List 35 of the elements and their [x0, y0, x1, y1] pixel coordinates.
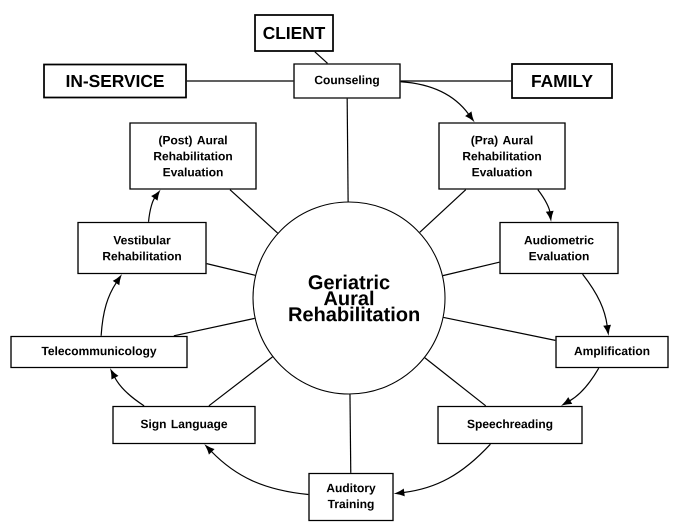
connector-line	[443, 316, 556, 341]
connector-line	[206, 263, 256, 276]
arrow	[110, 370, 144, 406]
connector-line	[419, 189, 466, 233]
arrow	[396, 444, 491, 496]
process-box: (Pra) Aural Rehabilitation Evaluation	[438, 122, 566, 190]
arrow	[582, 274, 611, 334]
process-box: Audiometric Evaluation	[499, 222, 619, 274]
process-box: Telecommunicology	[10, 336, 188, 368]
process-box: Sign Language	[112, 406, 256, 444]
connector-line	[349, 394, 352, 473]
arrow	[205, 445, 308, 496]
process-box: Amplification	[555, 336, 669, 368]
connector-line	[442, 262, 500, 276]
header-box: CLIENT	[254, 14, 334, 52]
arrow	[562, 368, 600, 406]
process-box: Vestibular Rehabilitation	[77, 222, 207, 274]
arrow	[537, 189, 554, 220]
connector-line	[186, 80, 294, 82]
process-box: Counseling	[293, 63, 401, 99]
connector-line	[174, 318, 255, 336]
connector-line	[314, 51, 328, 64]
connector-line	[208, 356, 273, 406]
header-box: IN-SERVICE	[43, 64, 187, 98]
connector-line	[424, 357, 486, 406]
connector-line	[230, 189, 278, 234]
arrow	[148, 191, 160, 222]
process-box: Speechreading	[437, 406, 583, 444]
process-box: (Post) Aural Rehabilitation Evaluation	[129, 122, 257, 190]
header-box: FAMILY	[511, 63, 613, 99]
arrow	[400, 81, 474, 121]
connector-line	[346, 98, 349, 202]
process-box: Auditory Training	[308, 472, 394, 522]
connector-line	[400, 80, 512, 82]
arrow	[100, 276, 122, 336]
